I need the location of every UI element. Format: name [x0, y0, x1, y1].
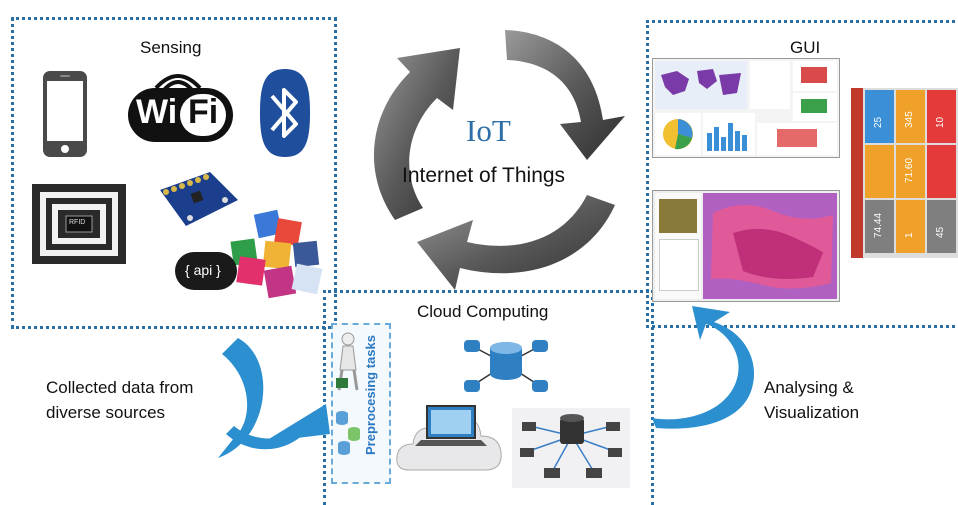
- dashboard-tile: 10: [927, 90, 956, 143]
- dashboard-tile: [865, 145, 894, 198]
- dashboard-tile: [927, 145, 956, 198]
- dashboard-tile-value: 10: [935, 116, 946, 128]
- cloud-title: Cloud Computing: [417, 302, 549, 321]
- smartphone-icon: [43, 71, 87, 157]
- server-network-icon: [512, 408, 630, 488]
- dashboard-maps-thumbnail: [652, 58, 840, 158]
- wifi-icon: Wi Fi: [128, 88, 233, 142]
- iot-subtitle: Internet of Things: [402, 164, 566, 187]
- api-icon: [175, 252, 237, 290]
- dashboard-tile-value: 74.44: [873, 212, 884, 238]
- bluetooth-icon: [260, 69, 310, 157]
- wifi-signal-icon: [154, 74, 202, 92]
- wifi-text-right: Fi: [188, 93, 219, 131]
- dashboard-tile-value: 25: [873, 116, 884, 128]
- database-network-icon: [464, 340, 548, 392]
- dashboard-tile: 25: [865, 90, 894, 143]
- cloud-region: [323, 290, 654, 505]
- dashboard-tiles-thumbnail: 25 345 10 71.60 74.44 1 45: [851, 88, 958, 258]
- dashboard-tile: 74.44: [865, 200, 894, 253]
- sensor-board-icon: [160, 172, 238, 226]
- dashboard-tile-value: 45: [935, 226, 946, 238]
- dashboard-tile: 1: [896, 200, 925, 253]
- rfid-tag-icon: [32, 184, 126, 264]
- analysing-arrow: [652, 306, 755, 429]
- dashboard-tile-value: 345: [904, 111, 915, 128]
- gui-title: GUI: [790, 38, 821, 57]
- iot-cycle-arrows-icon: [373, 30, 625, 290]
- dashboard-tile: 345: [896, 90, 925, 143]
- dashboard-tile-value: 71.60: [904, 157, 915, 183]
- database-stack-small-icon: [336, 411, 360, 455]
- dashboard-tile: 45: [927, 200, 956, 253]
- wifi-text-left: Wi: [136, 93, 178, 131]
- gui-region: [646, 20, 958, 328]
- social-media-icons: [226, 209, 324, 304]
- worker-figure-icon: [336, 332, 359, 391]
- sensing-title: Sensing: [140, 38, 202, 57]
- analysing-label: Analysing & Visualization: [764, 378, 860, 422]
- iot-title: IoT: [466, 113, 511, 148]
- rfid-label: RFID: [69, 219, 86, 226]
- dashboard-tile: 71.60: [896, 145, 925, 198]
- collected-data-arrow: [218, 338, 330, 458]
- api-label: { api }: [185, 262, 221, 278]
- preprocessing-box: [331, 323, 391, 484]
- collected-data-label: Collected data from diverse sources: [46, 378, 194, 422]
- preprocessing-label: Preprocesing tasks: [363, 335, 378, 455]
- sensing-region: [11, 17, 337, 329]
- dashboard-europe-map-thumbnail: [652, 190, 840, 302]
- dashboard-tile-value: 1: [904, 232, 915, 238]
- cloud-laptop-icon: [396, 405, 502, 471]
